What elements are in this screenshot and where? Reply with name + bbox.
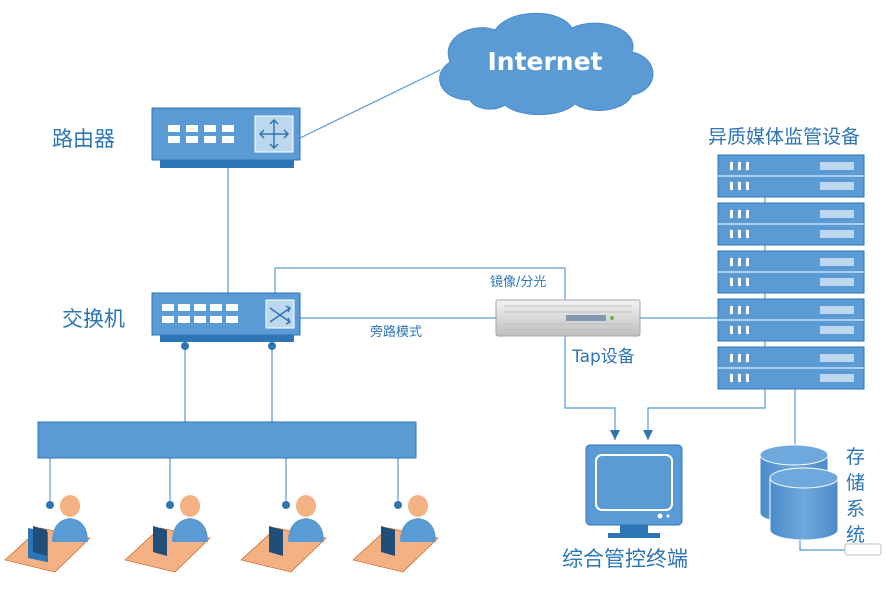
switch-icon	[151, 292, 301, 350]
mirror-link	[274, 267, 566, 300]
server-icon	[717, 154, 865, 198]
storage-label: 存 储 系 统	[846, 446, 865, 546]
cloud-icon: Internet	[439, 12, 654, 116]
terminal-label: 综合管控终端	[562, 547, 688, 571]
server-icon	[717, 202, 865, 246]
router-icon	[151, 107, 301, 168]
server-icon	[717, 250, 865, 294]
user-workstation-icon	[4, 495, 91, 573]
switch-label: 交换机	[62, 307, 125, 331]
tap-device-icon	[495, 299, 641, 337]
storage-label-char: 存	[846, 446, 865, 468]
connection-lines	[49, 69, 850, 551]
internet-label: Internet	[487, 47, 602, 76]
user-workstation-icon	[124, 495, 211, 573]
workstations	[4, 495, 439, 573]
tap-terminal-link	[564, 335, 616, 440]
database-icon	[759, 444, 882, 556]
router-label: 路由器	[52, 127, 115, 151]
lan-bar	[37, 421, 417, 459]
storage-label-char: 储	[846, 472, 865, 494]
bypass-label: 旁路模式	[370, 324, 422, 340]
server-stack	[717, 154, 865, 390]
router-internet-link	[299, 69, 441, 139]
monitor-icon	[585, 430, 683, 538]
server-icon	[717, 346, 865, 390]
user-workstation-icon	[352, 495, 439, 573]
mirror-label: 镜像/分光	[490, 275, 546, 290]
tap-label: Tap设备	[571, 347, 635, 367]
user-workstation-icon	[240, 495, 327, 573]
storage-label-char: 统	[846, 524, 865, 546]
storage-label-char: 系	[846, 498, 865, 520]
server-icon	[717, 298, 865, 342]
monitor-group-label: 异质媒体监管设备	[708, 126, 860, 148]
